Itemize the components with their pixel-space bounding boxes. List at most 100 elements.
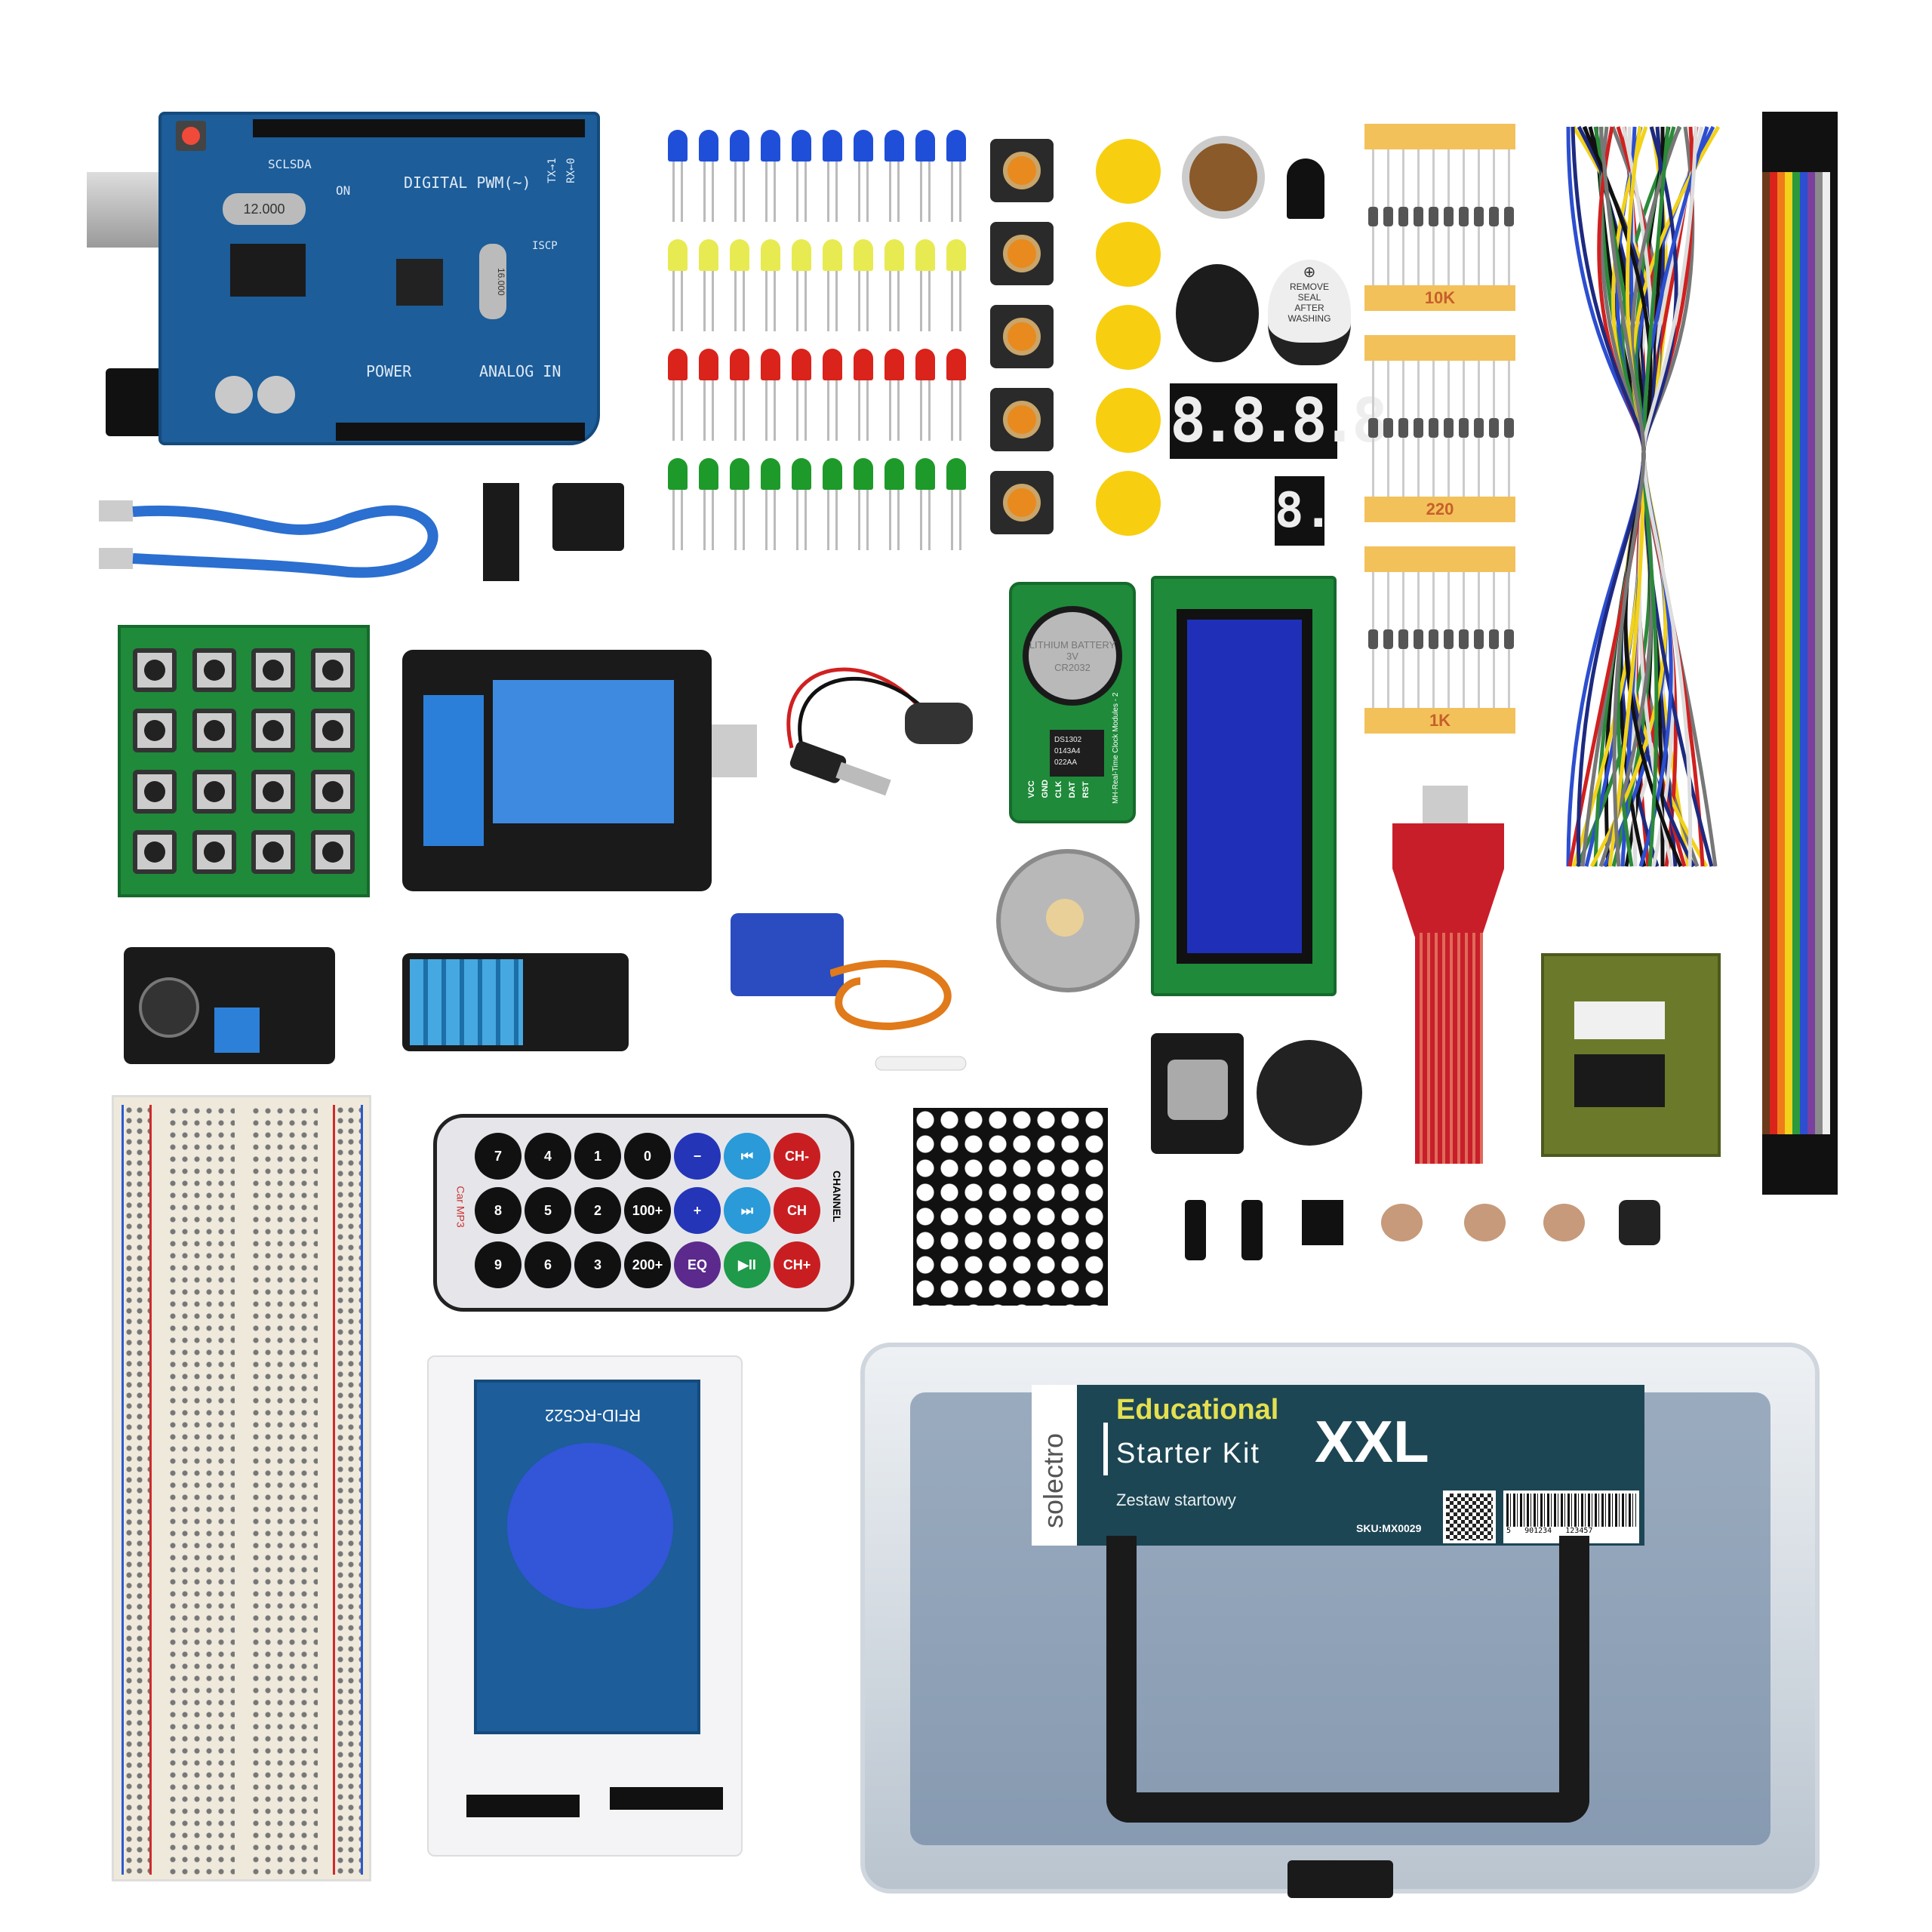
led <box>730 239 749 331</box>
storage-box: solectro Educational Starter Kit XXL Zes… <box>860 1343 1820 1898</box>
led-set <box>668 130 977 568</box>
four-digit-display: 8.8.8.8 <box>1170 383 1388 459</box>
yellow-button-cap <box>1096 305 1161 370</box>
resistor-body <box>1368 418 1378 438</box>
sku: SKU:MX0029 <box>1356 1522 1422 1534</box>
led-bulb <box>699 130 718 162</box>
dupont-ribbon-cable <box>1762 112 1838 1195</box>
led-bulb <box>854 239 873 271</box>
button-cap <box>1003 152 1041 189</box>
keypad-button-cap <box>203 720 225 742</box>
led-bulb <box>884 349 904 380</box>
led-bulb <box>668 130 688 162</box>
button-matrix-keypad <box>118 625 370 897</box>
led-leg <box>827 490 829 550</box>
keypad-button <box>192 709 236 753</box>
ribbon-wire <box>1800 112 1807 1195</box>
led <box>668 349 688 441</box>
photoresistor <box>1543 1204 1585 1241</box>
ds1302-chip: DS1302 0143A4 022AA <box>1050 730 1104 777</box>
servo-motor <box>731 913 844 996</box>
remote-key: ▶II <box>724 1241 771 1288</box>
capacitor <box>257 376 295 414</box>
led <box>730 130 749 222</box>
rfid-keyfob <box>507 1443 673 1609</box>
usb-a-plug <box>99 500 133 521</box>
resistor-body <box>1504 629 1514 649</box>
stepper-motor <box>996 849 1140 992</box>
led <box>946 349 966 441</box>
remote-key: CH+ <box>774 1241 820 1288</box>
led-leg <box>959 271 961 331</box>
led-bulb <box>884 458 904 490</box>
resistor-body <box>1383 207 1393 226</box>
terminal-block <box>423 695 484 846</box>
led <box>699 130 718 222</box>
led-leg <box>858 271 860 331</box>
led-bulb <box>915 458 935 490</box>
resistor-body <box>1489 629 1499 649</box>
qr-code <box>1443 1491 1496 1543</box>
remote-key: ⏭ <box>724 1187 771 1234</box>
lcd-screen <box>1177 609 1312 964</box>
tilt-switch-module <box>483 483 519 581</box>
yellow-button-cap <box>1096 139 1161 204</box>
led <box>854 239 873 331</box>
led-leg <box>920 380 922 441</box>
single-digit-display: 8. <box>1275 476 1333 546</box>
remote-key: + <box>674 1187 721 1234</box>
button-cap <box>1003 318 1041 355</box>
resistor-value-label: 1K <box>1364 708 1515 734</box>
led-leg <box>743 380 745 441</box>
led-leg <box>920 490 922 550</box>
led-leg <box>835 380 838 441</box>
pin-header <box>610 1787 723 1810</box>
atmega-chip <box>396 259 443 306</box>
led <box>946 239 966 331</box>
led-leg <box>866 380 869 441</box>
remote-key: 3 <box>574 1241 621 1288</box>
led-leg <box>858 380 860 441</box>
keypad-button-cap <box>321 720 343 742</box>
tactile-button <box>990 388 1054 451</box>
led-bulb <box>915 349 935 380</box>
yellow-button-cap <box>1096 471 1161 536</box>
seal-text: AFTER <box>1294 303 1324 313</box>
resistor-body <box>1398 629 1408 649</box>
tx-label: TX→1 <box>546 158 558 183</box>
pin-header <box>466 1795 580 1817</box>
led-leg <box>743 162 745 222</box>
ribbon-wire <box>1823 112 1830 1195</box>
rtc-pin-label: DAT <box>1068 781 1077 798</box>
rfid-card-package: RFID-RC522 <box>427 1355 743 1857</box>
product-label: solectro Educational Starter Kit XXL Zes… <box>1032 1385 1644 1546</box>
led <box>915 349 935 441</box>
led-leg <box>734 271 737 331</box>
reset-button <box>176 121 206 151</box>
led-matrix-8x8 <box>913 1108 1108 1306</box>
button-cap <box>1003 484 1041 521</box>
led-leg <box>804 380 807 441</box>
resistor-body <box>1489 418 1499 438</box>
breadboard <box>112 1095 371 1881</box>
led-leg <box>928 162 931 222</box>
led <box>761 130 780 222</box>
keypad-button <box>251 709 296 753</box>
led <box>730 458 749 550</box>
led-leg <box>959 380 961 441</box>
ribbon-wire <box>1777 112 1785 1195</box>
uln2003-driver-board <box>1541 953 1721 1157</box>
analog-in-label: ANALOG IN <box>479 362 561 380</box>
box-latch <box>1287 1860 1393 1898</box>
led-leg <box>712 271 714 331</box>
resistor-body <box>1429 418 1438 438</box>
yellow-button-cap <box>1096 388 1161 453</box>
led-leg <box>734 380 737 441</box>
title-bar <box>1103 1423 1108 1475</box>
led-leg <box>672 162 675 222</box>
water-level-sensor <box>1392 786 1504 1164</box>
led <box>792 349 811 441</box>
led-leg <box>928 380 931 441</box>
resistor-body <box>1474 418 1484 438</box>
